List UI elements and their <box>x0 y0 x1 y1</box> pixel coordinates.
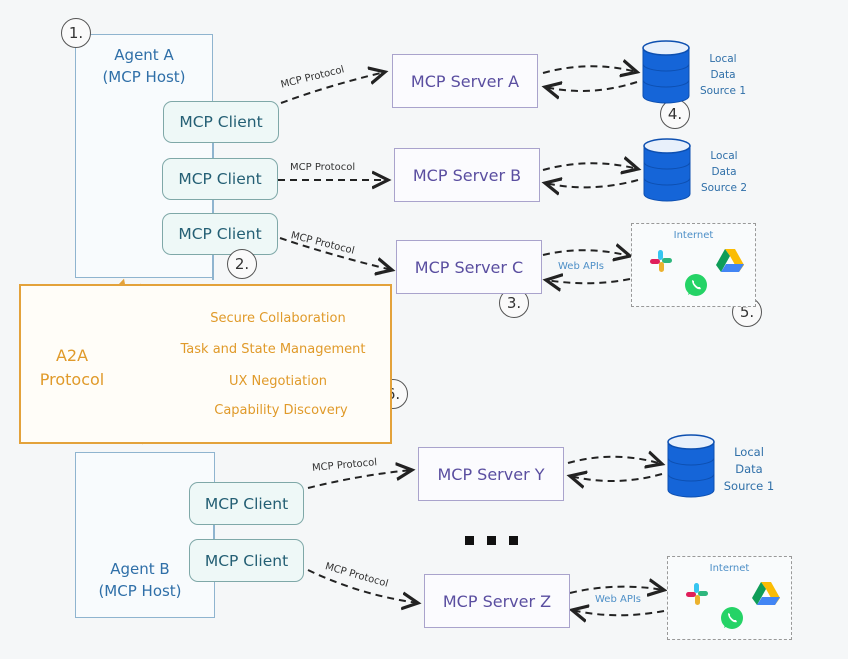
a2a-feature-capability-discovery: Capability Discovery <box>214 403 348 418</box>
ds2-line1: Local <box>710 150 738 162</box>
a2a-feature-secure-collaboration: Secure Collaboration <box>210 311 346 326</box>
internet-box-top: Internet <box>631 223 756 307</box>
agent-b-title: Agent B (MCP Host) <box>75 558 205 602</box>
ds2-link-in <box>545 180 639 187</box>
ds3-line3: Source 1 <box>723 479 775 493</box>
a2a-title: A2A Protocol <box>24 344 120 392</box>
a2a-title-line2: Protocol <box>39 370 105 389</box>
ds3-line1: Local <box>734 445 764 459</box>
ds2-line2: Data <box>711 166 737 178</box>
internet-label-top: Internet <box>673 230 714 241</box>
ds3-link-in <box>570 474 663 481</box>
data-source-label-3: Local Data Source 1 <box>723 444 775 495</box>
database-icon-3 <box>667 434 715 498</box>
mcp-server-c[interactable]: MCP Server C <box>396 240 542 294</box>
ds1-line3: Source 1 <box>699 85 747 97</box>
marker-2: 2. <box>227 249 257 279</box>
web-link-top-in <box>546 279 631 283</box>
internet-label-bottom: Internet <box>709 563 750 574</box>
database-icon-1 <box>642 40 690 104</box>
mcp-server-a[interactable]: MCP Server A <box>392 54 538 108</box>
mcp-server-z[interactable]: MCP Server Z <box>424 574 570 628</box>
more-servers-ellipsis <box>465 536 518 545</box>
ds3-link-out <box>567 457 662 464</box>
google-drive-icon <box>752 582 780 605</box>
ds1-link-out <box>542 66 637 73</box>
marker-1: 1. <box>61 18 91 48</box>
mcp-link-z <box>307 569 418 603</box>
web-apis-label-top: Web APIs <box>558 261 605 272</box>
database-icon-2 <box>643 138 691 202</box>
web-link-top-out <box>542 250 630 256</box>
a2a-feature-task-state-management: Task and State Management <box>180 342 366 357</box>
ds1-line2: Data <box>710 69 736 81</box>
mcp-link-a <box>280 72 385 104</box>
mcp-client-b2[interactable]: MCP Client <box>189 539 304 582</box>
internet-box-bottom: Internet <box>667 556 792 640</box>
ds1-line1: Local <box>709 53 737 65</box>
ds2-link-out <box>542 163 638 170</box>
agent-b-host <box>75 452 215 618</box>
agent-a-name: Agent A <box>114 46 174 64</box>
mcp-server-y[interactable]: MCP Server Y <box>418 447 564 501</box>
agent-b-name: Agent B <box>110 560 170 578</box>
agent-a-role: (MCP Host) <box>102 68 186 86</box>
web-link-bottom-out <box>569 587 664 593</box>
ellipsis-dot <box>509 536 518 545</box>
mcp-client-b1[interactable]: MCP Client <box>189 482 304 525</box>
mcp-server-b[interactable]: MCP Server B <box>394 148 540 202</box>
agent-b-client-connector <box>213 520 215 550</box>
web-link-bottom-in <box>572 610 665 615</box>
a2a-title-line1: A2A <box>55 346 89 365</box>
whatsapp-icon <box>685 274 707 296</box>
ellipsis-dot <box>487 536 496 545</box>
agent-a-title: Agent A (MCP Host) <box>75 44 213 88</box>
data-source-label-1: Local Data Source 1 <box>697 51 749 99</box>
web-apis-label-bottom: Web APIs <box>595 594 642 605</box>
ds1-link-in <box>545 81 638 91</box>
ds3-line2: Data <box>735 462 763 476</box>
agent-b-role: (MCP Host) <box>98 582 182 600</box>
ellipsis-dot <box>465 536 474 545</box>
mcp-link-y <box>307 470 412 489</box>
slack-icon <box>650 250 672 272</box>
google-drive-icon <box>716 249 744 272</box>
agent-a-client-connector <box>212 140 214 280</box>
mcp-client-a2[interactable]: MCP Client <box>162 158 278 200</box>
slack-icon <box>686 583 708 605</box>
data-source-label-2: Local Data Source 2 <box>698 148 750 196</box>
a2a-feature-ux-negotiation: UX Negotiation <box>228 374 328 389</box>
ds2-line3: Source 2 <box>700 182 748 194</box>
whatsapp-icon <box>721 607 743 629</box>
mcp-client-a3[interactable]: MCP Client <box>162 213 278 255</box>
protocol-label-b: MCP Protocol <box>290 162 356 173</box>
mcp-client-a1[interactable]: MCP Client <box>163 101 279 143</box>
a2a-protocol-box <box>19 284 392 444</box>
